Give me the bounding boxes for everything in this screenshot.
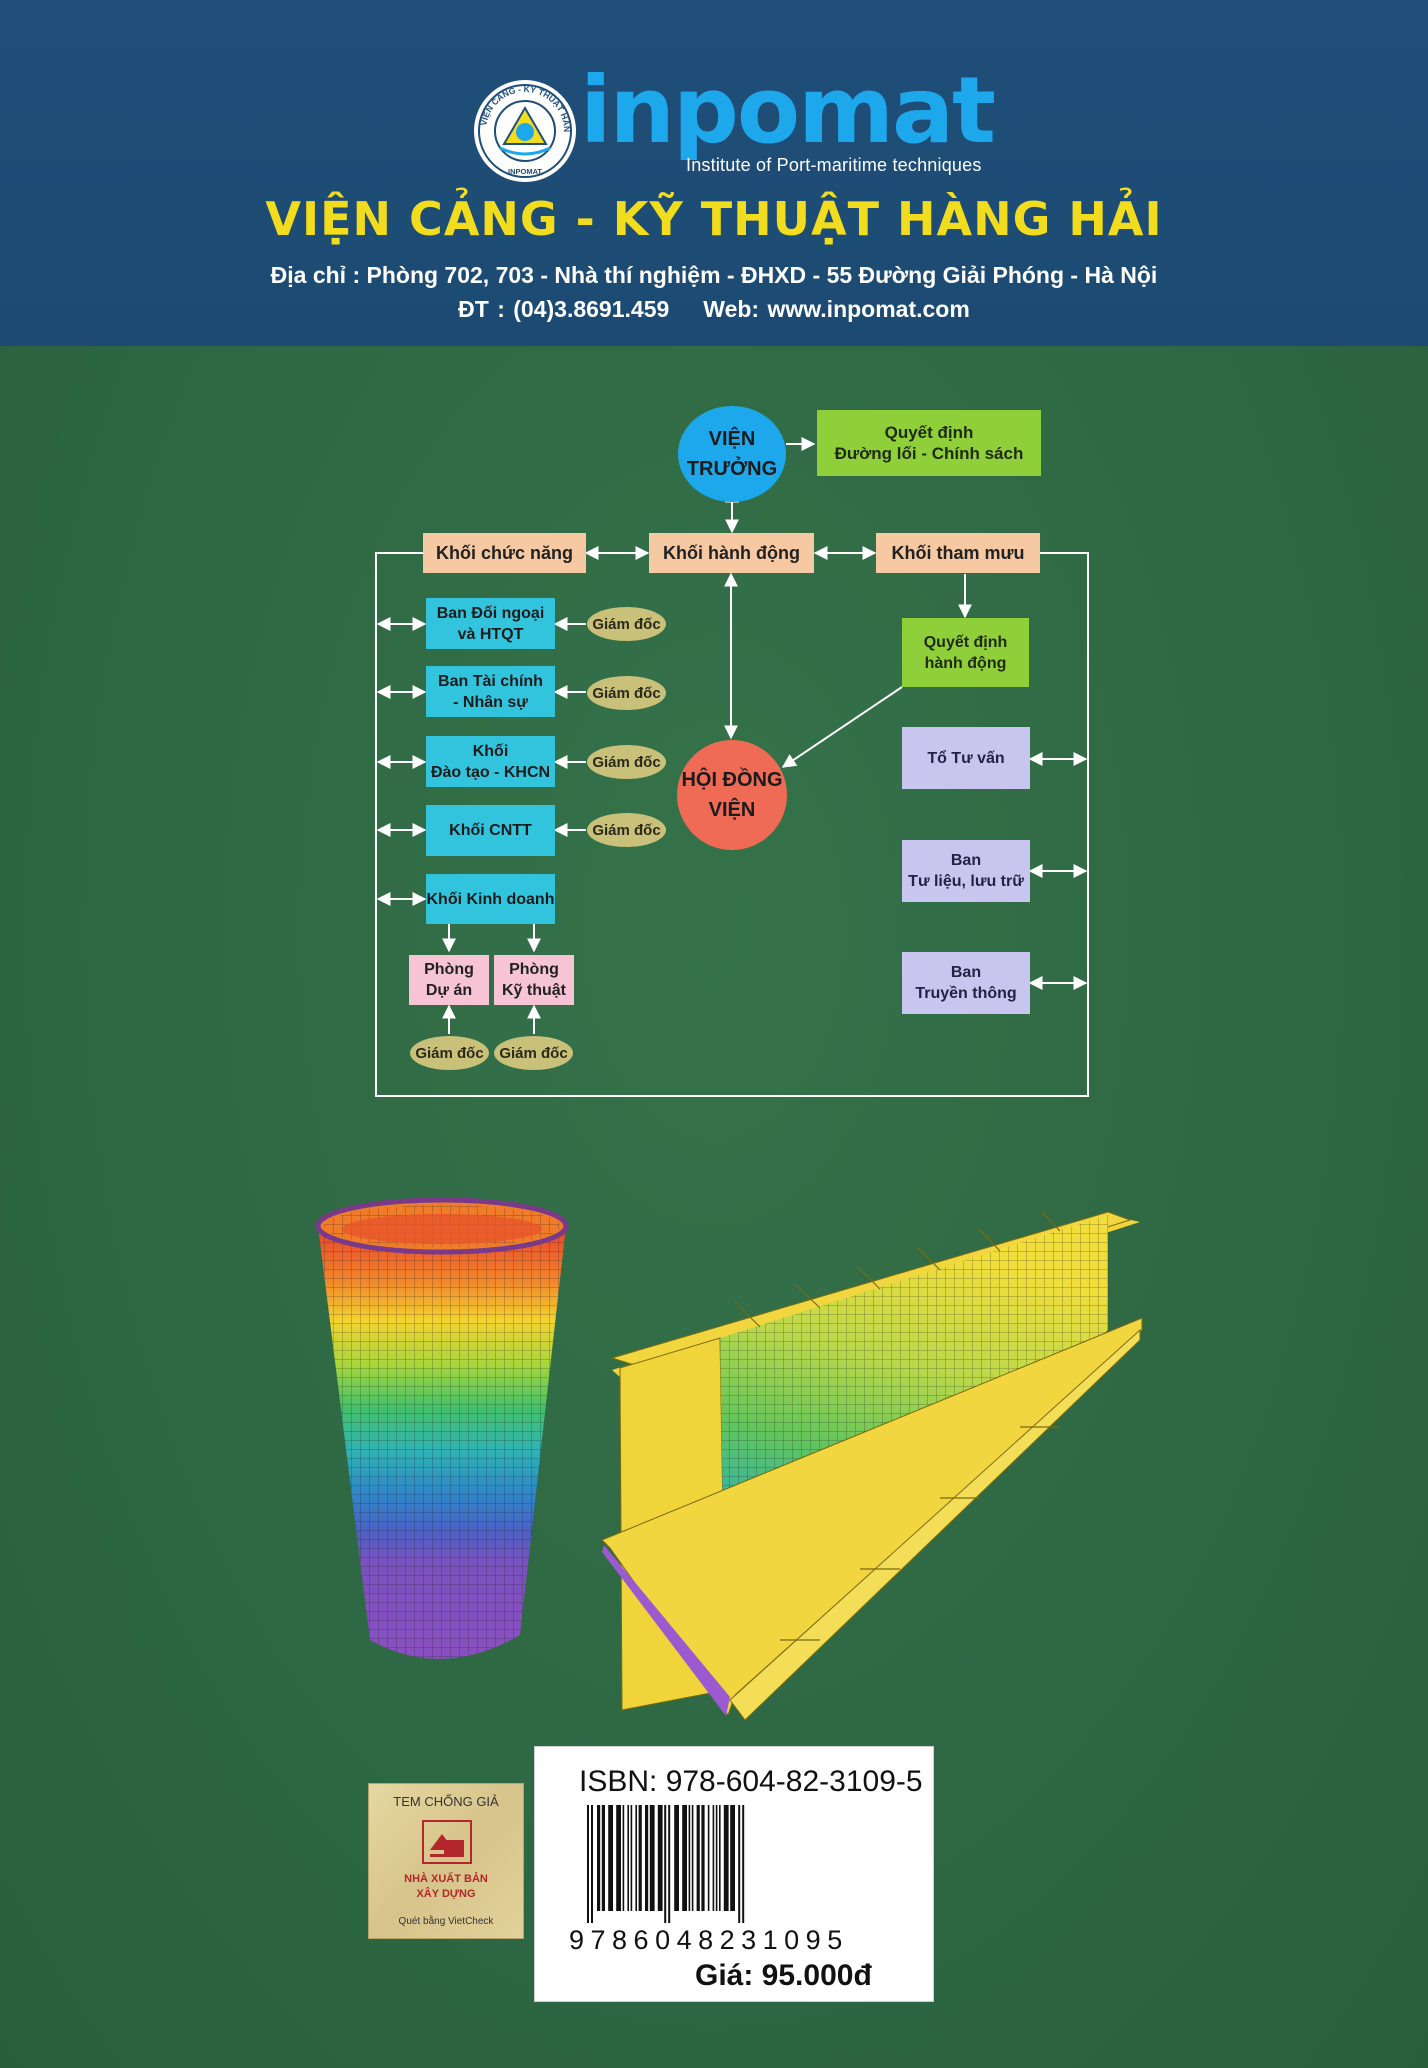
unit-head-oval: Giám đốc [587,813,666,847]
department-head-oval: Giám đốc [494,1036,573,1070]
unit-head-oval: Giám đốc [587,676,666,710]
functional-block-box: Khối chức năng [423,533,586,573]
barcode-bar [738,1805,741,1923]
barcode-bar [664,1805,667,1923]
barcode-bar [638,1805,642,1911]
institute-name: VIỆN CẢNG - KỸ THUẬT HÀNG HẢI [265,192,1163,246]
barcode-bar [622,1805,625,1911]
advisory-unit-box: Ban Truyền thông [902,952,1030,1014]
barcode-bar [696,1805,700,1911]
barcode-bar [608,1805,613,1911]
functional-unit-box: Ban Đối ngoại và HTQT [426,598,555,649]
logo-text: inpomat [580,64,994,160]
barcode-bar [742,1805,745,1923]
i-beam-mesh [601,1211,1143,1721]
department-box: Phòng Kỹ thuật [494,955,574,1005]
barcode-bar [674,1805,679,1911]
functional-unit-box: Ban Tài chính - Nhân sự [426,666,555,717]
functional-unit-box: Khối CNTT [426,805,555,856]
phone-number: ĐT : (04)3.8691.459 [458,296,670,322]
barcode-bar [630,1805,633,1911]
header-band: VIỆN CẢNG - KỸ THUẬT HÀNG HẢI INPOMAT in… [0,0,1428,346]
contact-line: ĐT : (04)3.8691.459 Web: www.inpomat.com [0,296,1428,323]
advisory-block-box: Khối tham mưu [876,533,1040,573]
stamp-title: TEM CHỐNG GIẢ [393,1794,499,1809]
barcode-bar [587,1805,589,1923]
isbn-label: ISBN: 978-604-82-3109-5 [579,1765,923,1798]
org-chart: VIỆN TRƯỞNG Quyết định Đường lối - Chính… [409,406,1041,1070]
barcode-card: ISBN: 978-604-82-3109-5 9786048231095 Gi… [534,1746,934,2002]
barcode-bar [627,1805,629,1911]
website-link[interactable]: Web: www.inpomat.com [703,296,970,322]
barcode-bar [723,1805,729,1911]
unit-head-oval: Giám đốc [587,607,666,641]
publisher-logo-icon [422,1820,472,1864]
barcode-digits: 9786048231095 [569,1925,849,1955]
barcode-bar [635,1805,637,1911]
stamp-footer: Quét bằng VietCheck [398,1916,494,1927]
advisory-unit-box: Ban Tư liệu, lưu trữ [902,840,1030,902]
barcode-bar [645,1805,649,1911]
functional-unit-box: Khối Đào tạo - KHCN [426,736,555,787]
barcode-bar [682,1805,687,1911]
barcode-bar [688,1805,691,1911]
inpomat-wordmark: inpomat [580,64,996,160]
stamp-publisher: NHÀ XUẤT BẢN XÂY DỰNG [404,1873,488,1900]
cylinder-mesh [315,1197,569,1659]
address-line: Địa chỉ : Phòng 702, 703 - Nhà thí nghiệ… [270,262,1158,288]
barcode-bar [668,1805,671,1923]
barcode-icon [587,1805,745,1923]
advisory-unit-box: Tổ Tư vấn [902,727,1030,789]
barcode-bar [591,1805,593,1923]
department-box: Phòng Dự án [409,955,489,1005]
logo-tagline: Institute of Port-maritime techniques [686,155,982,175]
barcode-bar [730,1805,735,1911]
anti-counterfeit-stamp: TEM CHỐNG GIẢ NHÀ XUẤT BẢN XÂY DỰNG Quét… [368,1783,524,1939]
barcode-bar [715,1805,718,1911]
business-block-box: Khối Kinh doanh [426,874,555,924]
barcode-bar [601,1805,605,1911]
council-node: HỘI ĐỒNG VIỆN [677,740,787,850]
svg-text:INPOMAT: INPOMAT [508,167,542,176]
barcode-bar [707,1805,710,1911]
action-block-box: Khối hành động [649,533,814,573]
barcode-bar [712,1805,715,1911]
department-head-oval: Giám đốc [410,1036,489,1070]
barcode-bar [649,1805,655,1911]
barcode-bar [616,1805,621,1911]
barcode-bar [719,1805,721,1911]
unit-head-oval: Giám đốc [587,745,666,779]
barcode-bar [657,1805,663,1911]
barcode-bar [701,1805,705,1911]
barcode-bar [691,1805,694,1911]
institute-seal-logo: VIỆN CẢNG - KỸ THUẬT HÀNG HẢI INPOMAT [472,78,576,182]
barcode-bar [597,1805,601,1911]
action-decision-box: Quyết định hành động [902,618,1029,687]
price-label: Giá: 95.000đ [695,1959,872,1992]
director-node: VIỆN TRƯỞNG [678,406,786,502]
policy-decision-box: Quyết định Đường lối - Chính sách [817,410,1041,476]
